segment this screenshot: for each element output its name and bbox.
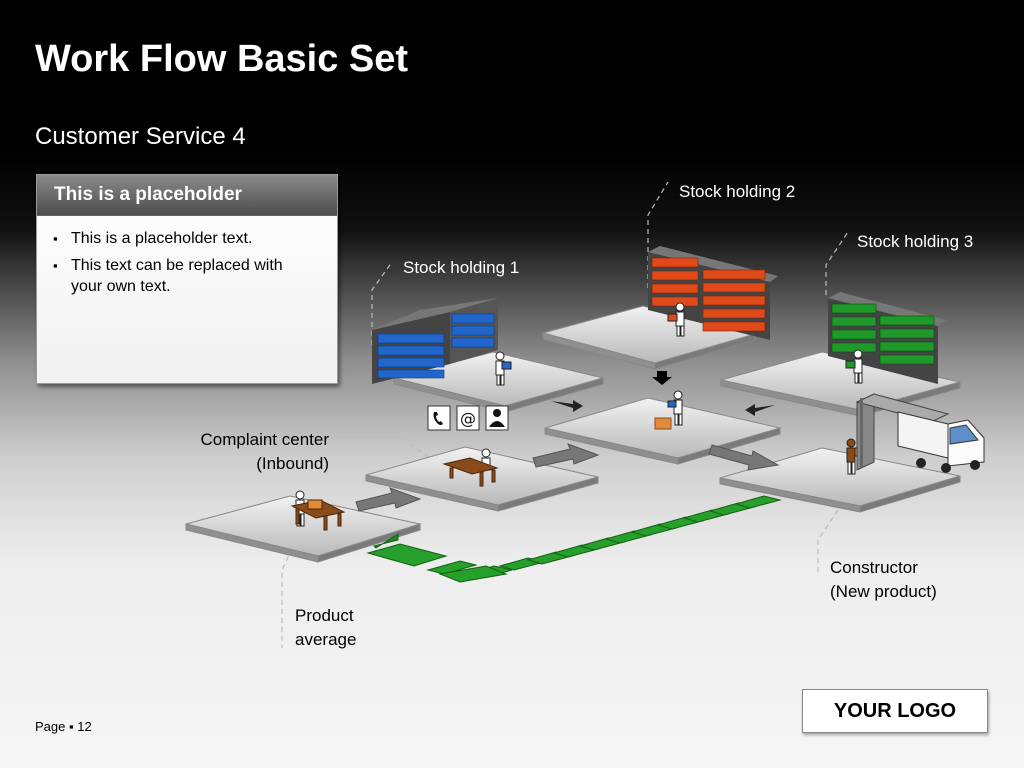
person-icon [485,405,509,431]
placeholder-list: This is a placeholder text. This text ca… [37,228,337,297]
platform-constructor [719,447,961,513]
center-arrows [551,371,775,416]
shelf-stock2 [648,246,778,340]
leader-line-stock3 [825,231,849,295]
package-center [654,417,672,430]
leader-line-stock1 [371,261,393,345]
leader-line-complaint [340,436,431,459]
label-product-line1: Product [295,606,354,625]
label-complaint-center: Complaint center (Inbound) [150,428,329,476]
page-label: Page [35,719,66,734]
page-title: Work Flow Basic Set [35,38,409,80]
at-sign-icon: @ [456,405,480,431]
worker-stock1 [495,351,512,386]
shelf-stock3 [828,292,946,384]
label-product-average: Product average [295,604,356,652]
label-product-line2: average [295,630,357,649]
worker-center [667,390,683,426]
page-number: Page ▪ 12 [35,719,92,734]
svg-text:@: @ [460,409,476,428]
worker-stock3 [845,349,863,384]
label-constructor-line2: (New product) [830,582,937,601]
label-stock-holding-3: Stock holding 3 [857,232,974,251]
phone-icon [427,405,451,431]
page-number-value: 12 [77,719,92,734]
leader-line-stock2 [647,181,669,288]
label-stock-holding-1: Stock holding 1 [403,258,520,277]
label-constructor-line1: Constructor [830,558,918,577]
grey-flow-arrows [355,443,780,512]
desk-product [290,499,346,531]
shelf-stock1 [372,298,498,384]
label-constructor: Constructor (New product) [830,556,937,604]
delivery-truck [855,393,985,473]
communication-icons: @ [427,405,509,431]
label-stock-holding-2: Stock holding 2 [679,182,796,201]
placeholder-bullet: This text can be replaced with your own … [53,255,317,297]
placeholder-heading: This is a placeholder [37,175,337,216]
platform-stock2 [541,305,757,370]
desk-complaint [442,457,499,487]
worker-stock2 [667,302,685,337]
logo-box: YOUR LOGO [802,689,988,733]
page-subtitle: Customer Service 4 [35,123,246,150]
label-complaint-line2: (Inbound) [256,454,329,473]
placeholder-bullet: This is a placeholder text. [53,228,317,249]
leader-line-constructor [817,509,839,575]
label-complaint-line1: Complaint center [200,430,329,449]
green-flow-arrows [366,495,782,583]
placeholder-box: This is a placeholder This is a placehol… [36,174,338,384]
